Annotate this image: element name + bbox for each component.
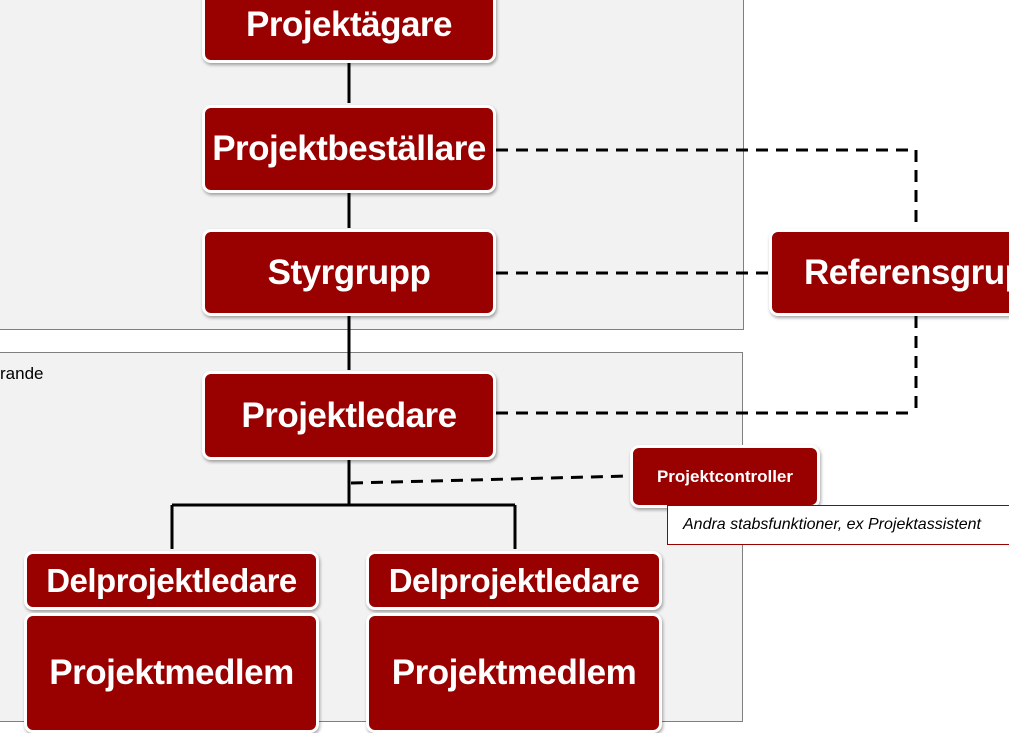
dash-controller <box>350 474 631 485</box>
connector-lines <box>170 60 918 549</box>
box-projektbestallare: Projektbeställare <box>202 105 496 193</box>
box-projektagare: Projektägare <box>202 0 496 63</box>
operative-zone-label: rande <box>0 364 44 383</box>
box-delprojektledare-1: Delprojektledare <box>24 551 319 610</box>
box-delprojektledare-2: Delprojektledare <box>366 551 662 610</box>
box-projektcontroller: Projektcontroller <box>630 445 820 508</box>
box-projektledare: Projektledare <box>202 371 496 460</box>
box-styrgrupp: Styrgrupp <box>202 229 496 316</box>
box-projektmedlem-1: Projektmedlem <box>24 613 319 733</box>
box-referensgrupp: Referensgrupp <box>769 229 1009 316</box>
box-projektmedlem-2: Projektmedlem <box>366 613 662 733</box>
note-stabsfunktioner: Andra stabsfunktioner, ex Projektassiste… <box>667 505 1009 545</box>
